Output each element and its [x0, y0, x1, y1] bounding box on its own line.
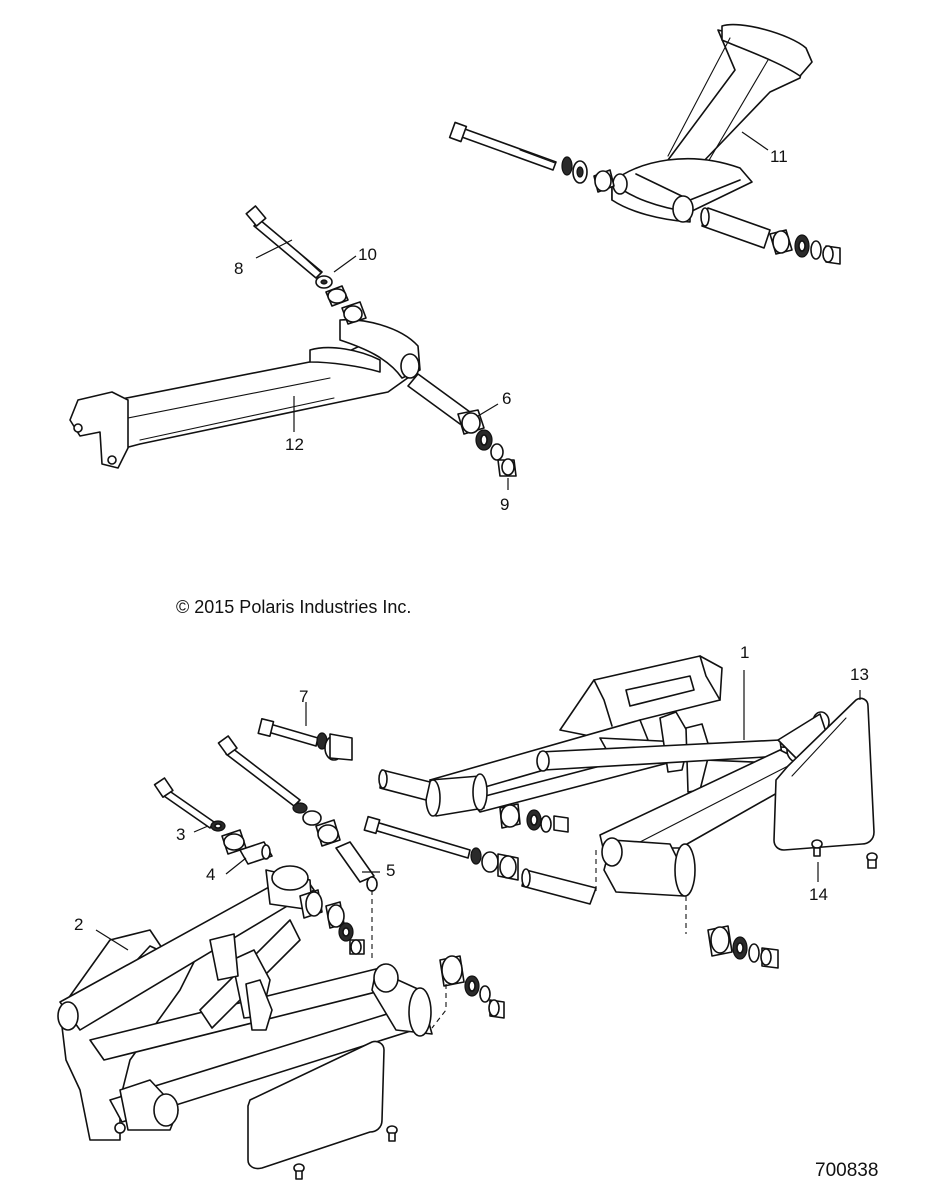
bolt-lower-stack — [363, 815, 779, 969]
callout-5: 5 — [386, 861, 396, 880]
callout-7: 7 — [299, 687, 309, 706]
callout-14: 14 — [809, 885, 828, 904]
callout-12: 12 — [285, 435, 304, 454]
trailing-arm-11-assembly — [448, 23, 841, 265]
bolt-3-stack — [153, 777, 273, 875]
callout-10: 10 — [358, 245, 377, 264]
callout-4: 4 — [206, 865, 216, 884]
callout-8: 8 — [234, 259, 244, 278]
frame-2-assembly — [57, 865, 433, 1180]
callout-3: 3 — [176, 825, 186, 844]
callout-11: 11 — [770, 147, 788, 166]
callout-9: 9 — [500, 495, 510, 514]
callout-6: 6 — [502, 389, 512, 408]
copyright-notice: © 2015 Polaris Industries Inc. — [176, 597, 412, 617]
callout-13: 13 — [850, 665, 869, 684]
bolt-7-stack — [257, 702, 569, 833]
callout-1: 1 — [740, 643, 750, 662]
trailing-arm-12-assembly — [69, 205, 517, 490]
bolt-5-stack — [217, 735, 505, 1029]
callout-2: 2 — [74, 915, 84, 934]
frame-1-assembly — [425, 655, 878, 897]
diagram-id: 700838 — [815, 1160, 879, 1181]
